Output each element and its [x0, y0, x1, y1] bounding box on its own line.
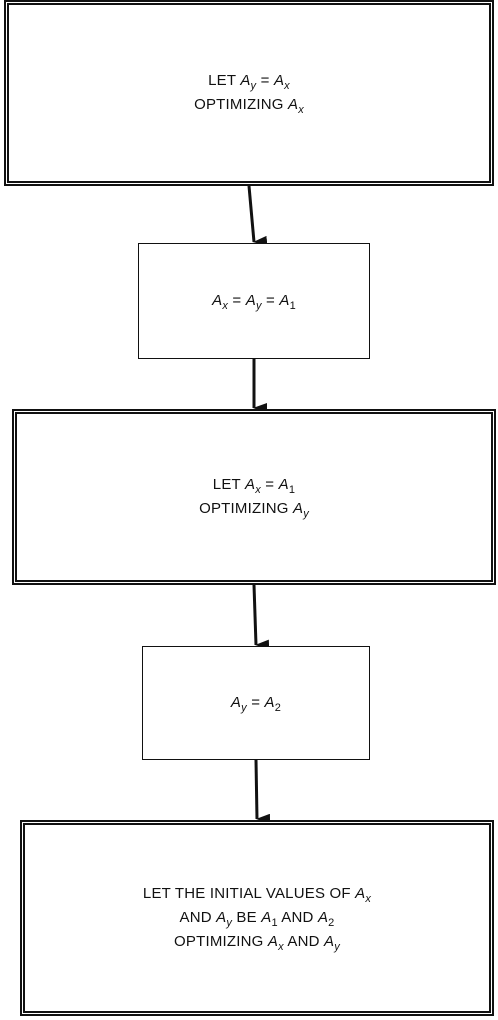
variable-symbol: Ay [240, 72, 257, 92]
variable-subscript: x [365, 893, 372, 905]
variable-symbol: A1 [278, 476, 296, 496]
label-text: LET THE INITIAL VALUES OF [142, 885, 356, 902]
variable-subscript: y [334, 941, 340, 953]
label-text: AND [283, 933, 325, 950]
variable-subscript: y [303, 508, 309, 520]
variable-letter: A [273, 72, 285, 89]
label-text: OPTIMIZING [174, 933, 268, 950]
box-text-line: LET THE INITIAL VALUES OF Ax [143, 882, 371, 906]
variable-subscript: 1 [289, 300, 296, 312]
label-text: LET [212, 476, 246, 493]
label-text: OPTIMIZING [199, 500, 293, 517]
variable-letter: A [278, 476, 289, 493]
variable-symbol: Ay [324, 933, 340, 953]
variable-letter: A [264, 694, 275, 711]
variable-symbol: Ax [212, 292, 229, 312]
box-text-line: OPTIMIZING Ax [194, 93, 304, 117]
label-text: AND [179, 909, 217, 926]
variable-subscript: x [284, 80, 290, 92]
step-box-ay-a2: Ay = A2 [142, 646, 370, 760]
label-text: OPTIMIZING [194, 96, 288, 113]
variable-letter: A [355, 885, 366, 902]
variable-subscript: x [298, 104, 304, 116]
variable-symbol: Ax [355, 885, 372, 905]
label-text: = [228, 292, 246, 309]
flow-arrow [247, 185, 268, 246]
variable-symbol: Ay [292, 500, 309, 520]
box-text-line: OPTIMIZING Ax AND Ay [174, 930, 340, 954]
variable-letter: A [279, 292, 290, 309]
variable-subscript: y [226, 917, 233, 929]
variable-subscript: 2 [328, 917, 335, 929]
step-box-ax-ay-a1: Ax = Ay = A1 [138, 243, 370, 359]
label-text: AND [277, 909, 318, 926]
variable-letter: A [317, 909, 329, 926]
variable-letter: A [287, 96, 299, 113]
variable-symbol: Ax [245, 476, 261, 496]
label-text: = [246, 694, 265, 711]
variable-symbol: Ay [230, 694, 247, 714]
variable-subscript: 1 [288, 484, 296, 496]
variable-symbol: A1 [279, 292, 296, 312]
label-text: LET [208, 72, 241, 89]
variable-subscript: y [241, 702, 247, 714]
box-text-line: AND Ay BE A1 AND A2 [180, 906, 335, 930]
variable-subscript: y [250, 80, 257, 92]
box-text-line: LET Ay = Ax [208, 69, 290, 93]
variable-letter: A [212, 292, 223, 309]
label-text: = [260, 476, 279, 493]
box-text-line: LET Ax = A1 [213, 473, 295, 497]
box-text-line: OPTIMIZING Ay [199, 497, 309, 521]
variable-subscript: y [255, 300, 262, 312]
variable-letter: A [245, 292, 256, 309]
variable-letter: A [324, 933, 335, 950]
variable-symbol: Ay [216, 909, 233, 929]
label-text: = [256, 72, 274, 89]
variable-letter: A [261, 909, 272, 926]
label-text: BE [232, 909, 262, 926]
variable-symbol: Ax [267, 933, 284, 953]
variable-subscript: x [255, 484, 261, 496]
variable-subscript: x [278, 941, 284, 953]
variable-subscript: 1 [271, 917, 278, 929]
variable-symbol: A2 [264, 694, 282, 714]
flow-arrow [252, 584, 270, 650]
variable-letter: A [292, 500, 304, 517]
variable-symbol: A2 [317, 909, 335, 929]
variable-letter: A [216, 909, 227, 926]
variable-letter: A [245, 476, 256, 493]
variable-subscript: x [222, 300, 229, 312]
variable-letter: A [240, 72, 251, 89]
variable-symbol: Ay [245, 292, 262, 312]
variable-symbol: Ax [273, 72, 290, 92]
variable-symbol: A1 [261, 909, 278, 929]
variable-letter: A [267, 933, 279, 950]
variable-subscript: 2 [274, 702, 282, 714]
flow-arrow [254, 759, 271, 824]
variable-letter: A [230, 694, 242, 711]
variable-symbol: Ax [287, 96, 304, 116]
box-text-line: Ay = A2 [231, 691, 281, 715]
label-text: = [261, 292, 280, 309]
box-text-line: Ax = Ay = A1 [212, 289, 296, 313]
